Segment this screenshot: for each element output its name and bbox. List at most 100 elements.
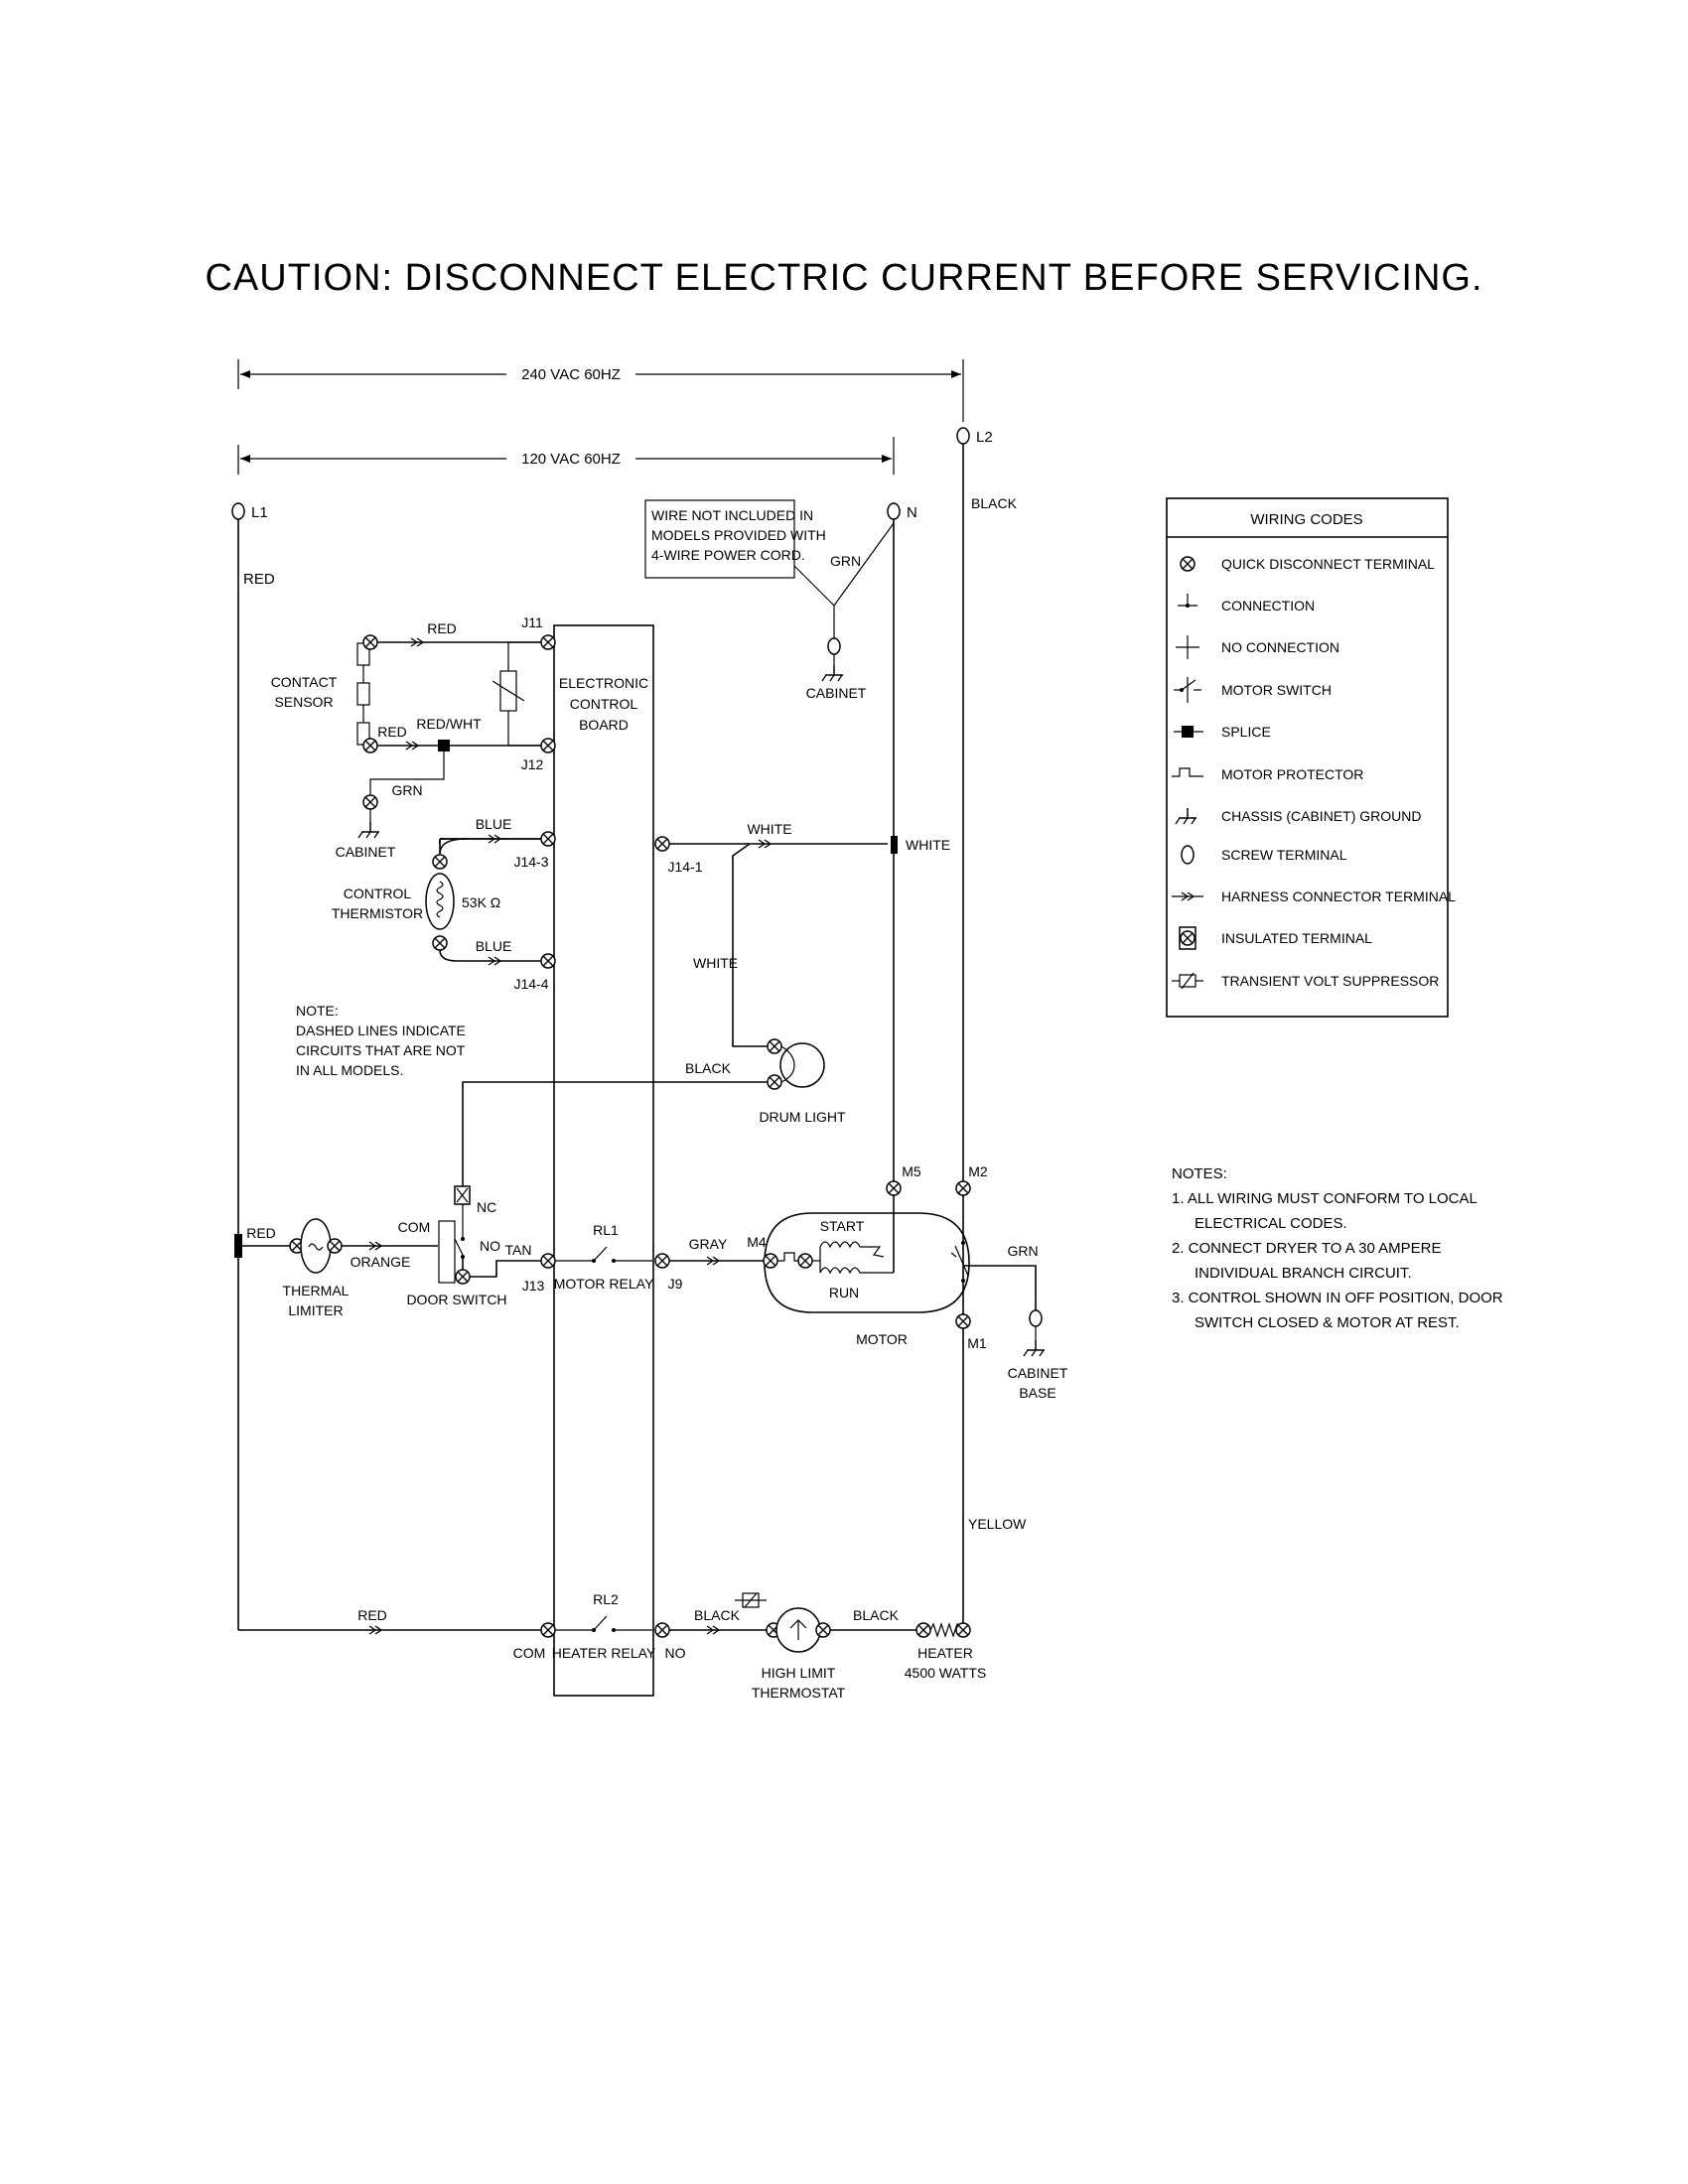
drum-light-terminal-bottom xyxy=(767,1074,782,1090)
j11-label: J11 xyxy=(521,614,543,630)
j12-terminal xyxy=(540,738,556,753)
white-splice xyxy=(891,836,898,854)
tan-wire-label: TAN xyxy=(505,1242,532,1258)
heater-com-label: COM xyxy=(513,1645,546,1661)
high-limit-label-1: HIGH LIMIT xyxy=(762,1665,836,1681)
m2-terminal xyxy=(955,1180,971,1196)
heater-relay-com-terminal xyxy=(540,1622,556,1638)
motor-relay-label: MOTOR RELAY xyxy=(554,1276,654,1292)
l1-label: L1 xyxy=(251,504,268,521)
j14-1-terminal xyxy=(654,836,670,852)
voltage-240-dimension: 240 VAC 60HZ xyxy=(237,359,964,422)
motor-relay-contacts xyxy=(555,1246,652,1263)
n-screw-terminal xyxy=(887,502,901,520)
sensor-splice xyxy=(438,740,450,751)
legend-item-8: SCREW TERMINAL xyxy=(1221,847,1347,863)
m5-terminal xyxy=(886,1180,902,1196)
black-heater-wire-label-2: BLACK xyxy=(853,1607,900,1623)
sensor-redwht-wire-label: RED/WHT xyxy=(416,716,482,732)
m2-label: M2 xyxy=(968,1163,988,1179)
thermistor-terminal-bottom xyxy=(432,935,448,951)
heater-no-label: NO xyxy=(665,1645,686,1661)
door-com-label: COM xyxy=(398,1219,431,1235)
j13-label: J13 xyxy=(522,1278,545,1294)
thermistor-terminal-top xyxy=(432,854,448,870)
sensor-grn-wire-label: GRN xyxy=(391,782,422,798)
contact-sensor-label-1: CONTACT xyxy=(271,674,338,690)
note-line-3: 2. CONNECT DRYER TO A 30 AMPERE xyxy=(1172,1240,1442,1257)
legend-item-2: CONNECTION xyxy=(1221,598,1315,614)
m4-terminal xyxy=(763,1253,778,1269)
motor-housing xyxy=(764,1212,970,1313)
wire-note-box xyxy=(644,499,795,579)
heater-relay-no-terminal xyxy=(654,1622,670,1638)
m1-terminal xyxy=(955,1313,971,1329)
thermal-limiter-label-2: LIMITER xyxy=(288,1302,343,1318)
legend-item-3: NO CONNECTION xyxy=(1221,639,1339,655)
blue-wire-label-2: BLUE xyxy=(476,938,512,954)
l1-splice xyxy=(234,1234,242,1258)
door-switch xyxy=(438,1220,465,1284)
white-wire-label-3: WHITE xyxy=(693,955,738,971)
screw-terminal-icon xyxy=(1181,845,1195,865)
red-thermal-wire-label: RED xyxy=(246,1225,276,1241)
caption: CAUTION: DISCONNECT ELECTRIC CURRENT BEF… xyxy=(205,257,1482,299)
wire-note-line-1: WIRE NOT INCLUDED IN xyxy=(651,507,813,523)
voltage-240-label: 240 VAC 60HZ xyxy=(521,366,621,383)
harness-connector-icon xyxy=(1172,891,1203,901)
drum-light-label: DRUM LIGHT xyxy=(759,1109,846,1125)
sensor-cabinet-terminal xyxy=(362,794,378,810)
j9-label: J9 xyxy=(668,1276,683,1292)
run-winding xyxy=(819,1267,872,1275)
heater-transient-suppressor xyxy=(735,1592,767,1608)
thermal-limiter-terminal-right xyxy=(327,1238,343,1254)
note-line-4: INDIVIDUAL BRANCH CIRCUIT. xyxy=(1195,1265,1412,1282)
l1-wire-color: RED xyxy=(243,571,275,588)
motor-switch-icon xyxy=(1174,677,1201,703)
m1-label: M1 xyxy=(967,1335,987,1351)
heater-label-1: HEATER xyxy=(917,1645,973,1661)
voltage-120-label: 120 VAC 60HZ xyxy=(521,451,621,468)
j14-4-terminal xyxy=(540,953,556,969)
control-thermistor-label-2: THERMISTOR xyxy=(332,905,423,921)
wire-note-line-2: MODELS PROVIDED WITH xyxy=(651,527,826,543)
insulated-terminal-icon xyxy=(1179,926,1196,950)
orange-wire-label: ORANGE xyxy=(351,1254,411,1270)
heater-terminal-right xyxy=(955,1622,971,1638)
grn-motor-wire-label: GRN xyxy=(1007,1243,1038,1259)
contact-sensor xyxy=(356,642,370,746)
cabinet-ground-screw xyxy=(827,637,841,655)
m5-label: M5 xyxy=(902,1163,921,1179)
connection-icon xyxy=(1178,594,1197,608)
l2-label: L2 xyxy=(976,429,993,446)
transient-suppressor-icon xyxy=(1172,972,1203,990)
board-transient-suppressor xyxy=(492,641,548,747)
legend-item-7: CHASSIS (CABINET) GROUND xyxy=(1221,808,1421,824)
motor-centrifugal-switch xyxy=(950,1241,969,1283)
l2-wire-color: BLACK xyxy=(971,495,1018,511)
rl1-label: RL1 xyxy=(593,1222,619,1238)
thermal-limiter-label-1: THERMAL xyxy=(283,1283,350,1298)
j9-terminal xyxy=(654,1253,670,1269)
contact-sensor-label-2: SENSOR xyxy=(274,694,333,710)
grn-cabinet-wire-label: GRN xyxy=(830,553,861,569)
j13-terminal xyxy=(540,1253,556,1269)
rl2-label: RL2 xyxy=(593,1591,619,1607)
voltage-120-dimension: 120 VAC 60HZ xyxy=(237,437,895,475)
board-label-2: CONTROL xyxy=(570,696,638,712)
cabinet-base-label-2: BASE xyxy=(1019,1385,1055,1401)
sensor-terminal-bottom xyxy=(362,738,378,753)
control-thermistor-label-1: CONTROL xyxy=(344,886,412,901)
heater-relay-label: HEATER RELAY xyxy=(552,1645,656,1661)
gray-wire-label: GRAY xyxy=(689,1236,728,1252)
cabinet-top-label: CABINET xyxy=(806,685,867,701)
motor-protector-symbol xyxy=(777,1252,800,1262)
motor-label: MOTOR xyxy=(856,1331,908,1347)
white-wire-label-2: WHITE xyxy=(906,837,950,853)
start-label: START xyxy=(820,1218,865,1234)
note-line-2: ELECTRICAL CODES. xyxy=(1195,1215,1347,1232)
dashed-note-line-4: IN ALL MODELS. xyxy=(296,1062,403,1078)
wire-note-line-3: 4-WIRE POWER CORD. xyxy=(651,547,805,563)
notes-block: NOTES: 1. ALL WIRING MUST CONFORM TO LOC… xyxy=(1172,1165,1503,1331)
